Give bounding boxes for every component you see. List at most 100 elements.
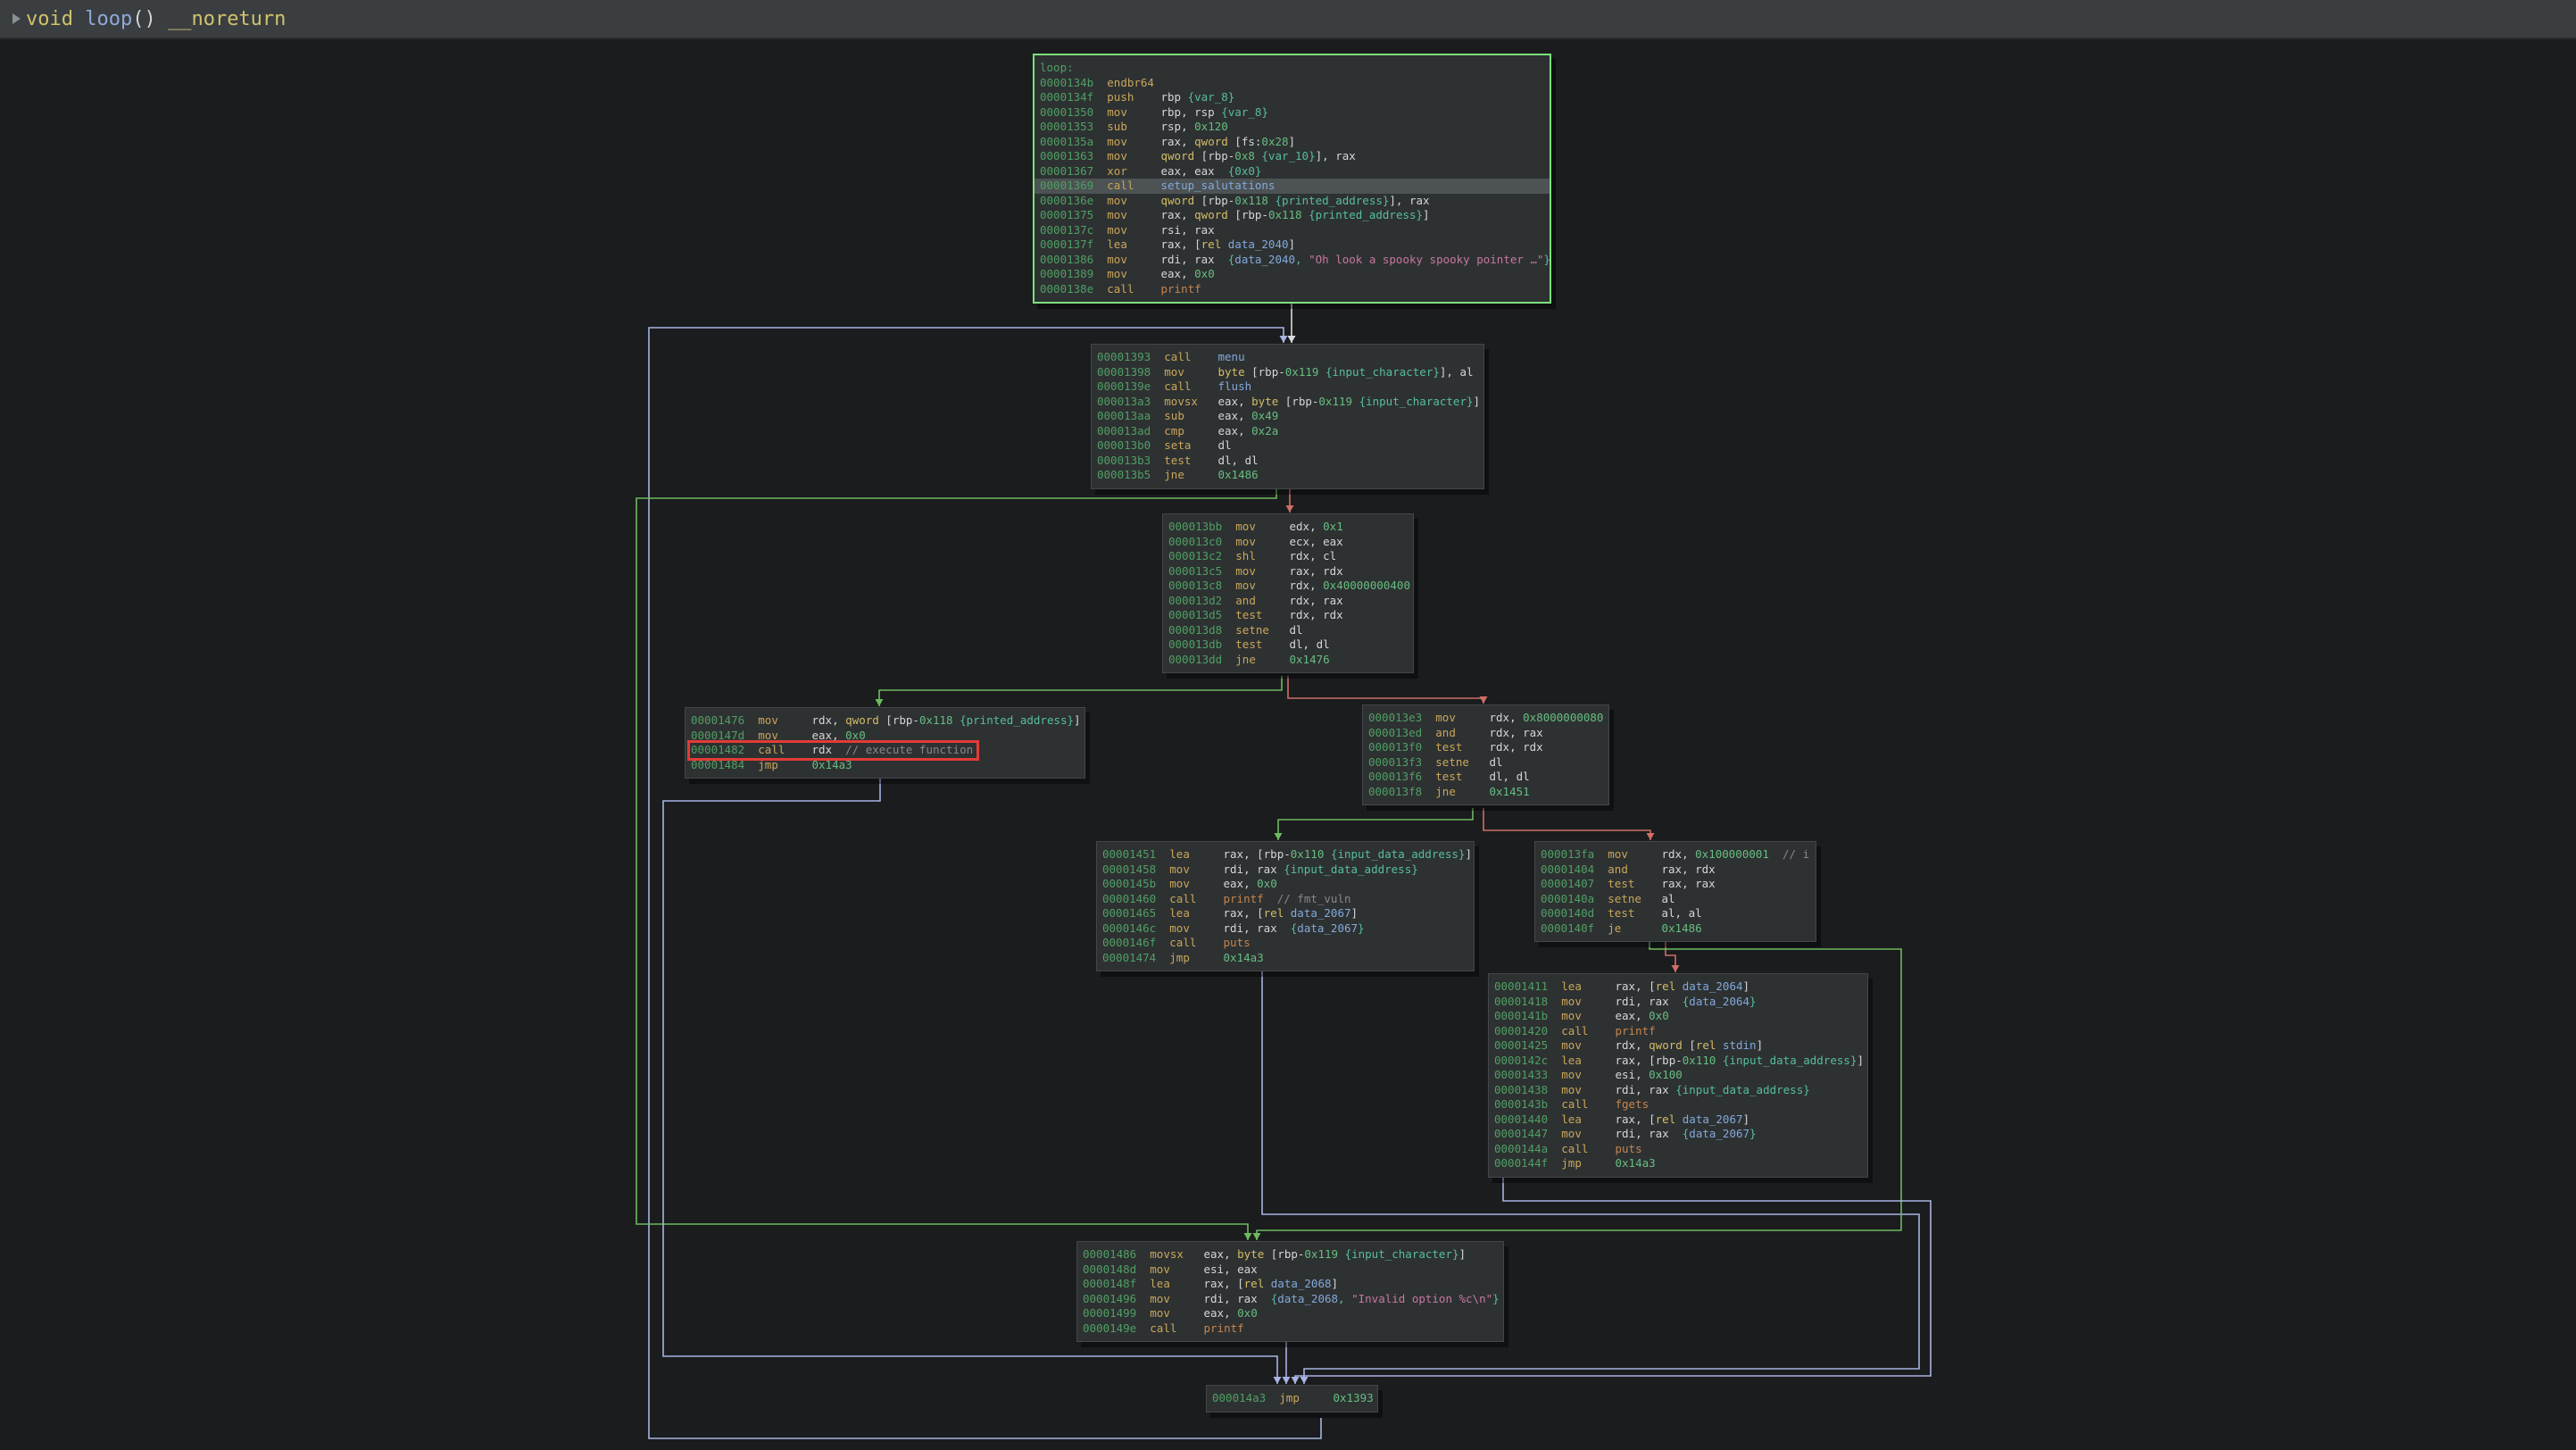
code-line[interactable]: 000013b5 jne 0x1486 [1097, 468, 1478, 483]
code-line[interactable]: 000013d5 test rdx, rdx [1168, 608, 1408, 623]
code-line[interactable]: 0000139e call flush [1097, 379, 1478, 395]
token-n: 0x0 [1257, 877, 1277, 890]
code-line[interactable]: 0000140f je 0x1486 [1541, 921, 1810, 937]
code-line[interactable]: 00001404 and rax, rdx [1541, 862, 1810, 878]
code-line[interactable]: 00001407 test rax, rax [1541, 877, 1810, 892]
code-line[interactable]: 0000144a call puts [1494, 1142, 1862, 1157]
code-line[interactable]: 00001482 call rdx // execute function [691, 743, 1079, 758]
code-line[interactable]: 0000144f jmp 0x14a3 [1494, 1156, 1862, 1171]
code-line[interactable]: 000013a3 movsx eax, byte [rbp-0x119 {inp… [1097, 395, 1480, 410]
code-line[interactable]: 00001460 call printf // fmt_vuln [1102, 892, 1468, 907]
code-line[interactable]: 0000140d test al, al [1541, 906, 1810, 921]
code-line[interactable]: 000013b3 test dl, dl [1097, 454, 1478, 469]
code-line[interactable]: 00001447 mov rdi, rax {data_2067} [1494, 1127, 1862, 1142]
code-line[interactable]: 00001353 sub rsp, 0x120 [1040, 120, 1544, 135]
block-0x1486[interactable]: 00001486 movsx eax, byte [rbp-0x119 {inp… [1076, 1241, 1504, 1342]
edge-false-0x13dd-to-0x13e3-arrowhead [1479, 696, 1488, 704]
code-line[interactable]: 0000137f lea rax, [rel data_2040] [1040, 238, 1544, 253]
code-line[interactable]: 00001369 call setup_salutations [1035, 179, 1550, 194]
token-p [1093, 90, 1107, 104]
code-line[interactable]: 00001389 mov eax, 0x0 [1040, 267, 1544, 282]
code-line[interactable]: 00001420 call printf [1494, 1024, 1862, 1039]
code-line[interactable]: 0000146f call puts [1102, 936, 1468, 951]
collapse-arrow-icon[interactable] [12, 13, 21, 24]
code-line[interactable]: 00001440 lea rax, [rel data_2067] [1494, 1112, 1862, 1128]
code-line[interactable]: 000013ed and rdx, rax [1368, 726, 1603, 741]
block-0x1411[interactable]: 00001411 lea rax, [rel data_2064]0000141… [1488, 973, 1868, 1178]
code-line[interactable]: 00001438 mov rdi, rax {input_data_addres… [1494, 1083, 1862, 1098]
code-line[interactable]: 000014a3 jmp 0x1393 [1212, 1391, 1374, 1406]
code-line[interactable]: 000013db test dl, dl [1168, 638, 1408, 653]
code-line[interactable]: 00001375 mov rax, qword [rbp-0x118 {prin… [1040, 208, 1544, 223]
code-line[interactable]: 00001433 mov esi, 0x100 [1494, 1068, 1862, 1083]
token-p [1156, 921, 1169, 935]
code-line[interactable]: 000013c8 mov rdx, 0x40000000400 [1168, 579, 1410, 594]
code-line[interactable]: 0000136e mov qword [rbp-0x118 {printed_a… [1040, 194, 1544, 209]
function-header-bar: void loop() __noreturn [0, 0, 2576, 39]
code-line[interactable]: 000013bb mov edx, 0x1 [1168, 520, 1408, 535]
code-line[interactable]: 0000138e call printf [1040, 282, 1544, 297]
block-loop-0x134b[interactable]: loop:0000134b endbr64 0000134f push rbp … [1033, 54, 1551, 304]
token-hk: void [26, 7, 86, 30]
code-line[interactable]: 00001499 mov eax, 0x0 [1083, 1306, 1498, 1321]
code-line[interactable]: 000013dd jne 0x1476 [1168, 653, 1408, 668]
code-line[interactable]: 000013f3 setne dl [1368, 755, 1603, 771]
code-line[interactable]: 00001458 mov rdi, rax {input_data_addres… [1102, 862, 1468, 878]
code-line[interactable]: 000013e3 mov rdx, 0x8000000080 [1368, 711, 1603, 726]
code-line[interactable]: 0000148f lea rax, [rel data_2068] [1083, 1277, 1498, 1292]
code-line[interactable]: 0000149e call printf [1083, 1321, 1498, 1337]
block-0x1476[interactable]: 00001476 mov rdx, qword [rbp-0x118 {prin… [685, 707, 1085, 779]
code-line[interactable]: 0000145b mov eax, 0x0 [1102, 877, 1468, 892]
code-line[interactable]: 00001350 mov rbp, rsp {var_8} [1040, 105, 1544, 121]
code-line[interactable]: 0000134f push rbp {var_8} [1040, 90, 1544, 105]
code-line[interactable]: 000013d8 setne dl [1168, 623, 1408, 638]
code-line[interactable]: 0000134b endbr64 [1040, 76, 1544, 91]
code-line[interactable]: 00001474 jmp 0x14a3 [1102, 951, 1468, 966]
code-line[interactable]: 000013f0 test rdx, rdx [1368, 740, 1603, 755]
code-line[interactable]: 000013f6 test dl, dl [1368, 770, 1603, 785]
code-line[interactable]: 000013b0 seta dl [1097, 438, 1478, 454]
code-line[interactable]: 0000142c lea rax, [rbp-0x110 {input_data… [1494, 1054, 1864, 1069]
block-0x14a3[interactable]: 000014a3 jmp 0x1393 [1206, 1385, 1378, 1412]
code-line[interactable]: 00001386 mov rdi, rax {data_2040, "Oh lo… [1040, 253, 1550, 268]
code-line[interactable]: 00001486 movsx eax, byte [rbp-0x119 {inp… [1083, 1247, 1498, 1262]
code-line[interactable]: 00001465 lea rax, [rel data_2067] [1102, 906, 1468, 921]
code-line[interactable]: 00001411 lea rax, [rel data_2064] [1494, 979, 1862, 995]
code-line[interactable]: 00001363 mov qword [rbp-0x8 {var_10}], r… [1040, 149, 1544, 164]
code-line[interactable]: 00001418 mov rdi, rax {data_2064} [1494, 995, 1862, 1010]
code-line[interactable]: 00001451 lea rax, [rbp-0x110 {input_data… [1102, 847, 1472, 862]
code-line[interactable]: 0000140a setne al [1541, 892, 1810, 907]
code-line[interactable]: 000013fa mov rdx, 0x100000001 // i [1541, 847, 1810, 862]
code-line[interactable]: 00001393 call menu [1097, 350, 1478, 365]
code-line[interactable]: 000013ad cmp eax, 0x2a [1097, 424, 1478, 439]
token-a: 000013d2 [1168, 593, 1223, 607]
code-line[interactable]: loop: [1040, 61, 1544, 76]
code-line[interactable]: 0000137c mov rsi, rax [1040, 223, 1544, 238]
code-line[interactable]: 00001425 mov rdx, qword [rel stdin] [1494, 1038, 1862, 1054]
code-line[interactable]: 0000135a mov rax, qword [fs:0x28] [1040, 135, 1544, 150]
code-line[interactable]: 0000146c mov rdi, rax {data_2067} [1102, 921, 1468, 937]
code-line[interactable]: 000013c0 mov ecx, eax [1168, 535, 1408, 550]
code-line[interactable]: 00001476 mov rdx, qword [rbp-0x118 {prin… [691, 713, 1081, 729]
code-line[interactable]: 0000148d mov esi, eax [1083, 1262, 1498, 1278]
code-line[interactable]: 0000141b mov eax, 0x0 [1494, 1009, 1862, 1024]
code-line[interactable]: 00001496 mov rdi, rax {data_2068, "Inval… [1083, 1292, 1500, 1307]
block-0x1451[interactable]: 00001451 lea rax, [rbp-0x110 {input_data… [1096, 841, 1475, 971]
code-line[interactable]: 000013c5 mov rax, rdx [1168, 564, 1408, 579]
code-line[interactable]: 00001484 jmp 0x14a3 [691, 758, 1079, 773]
code-line[interactable]: 000013d2 and rdx, rax [1168, 594, 1408, 609]
code-line[interactable]: 000013c2 shl rdx, cl [1168, 549, 1408, 564]
code-line[interactable]: 00001398 mov byte [rbp-0x119 {input_char… [1097, 365, 1478, 380]
code-line[interactable]: 000013aa sub eax, 0x49 [1097, 409, 1478, 424]
code-line[interactable]: 0000147d mov eax, 0x0 [691, 729, 1079, 744]
code-line[interactable]: 0000143b call fgets [1494, 1097, 1862, 1112]
token-t: {var_10} [1261, 149, 1316, 162]
graph-view-canvas[interactable]: loop:0000134b endbr64 0000134f push rbp … [0, 39, 2576, 1450]
code-line[interactable]: 00001367 xor eax, eax {0x0} [1040, 164, 1544, 179]
code-line[interactable]: 000013f8 jne 0x1451 [1368, 785, 1603, 800]
edge-true-0x13b5-to-0x1486-arrowhead [1243, 1233, 1252, 1240]
